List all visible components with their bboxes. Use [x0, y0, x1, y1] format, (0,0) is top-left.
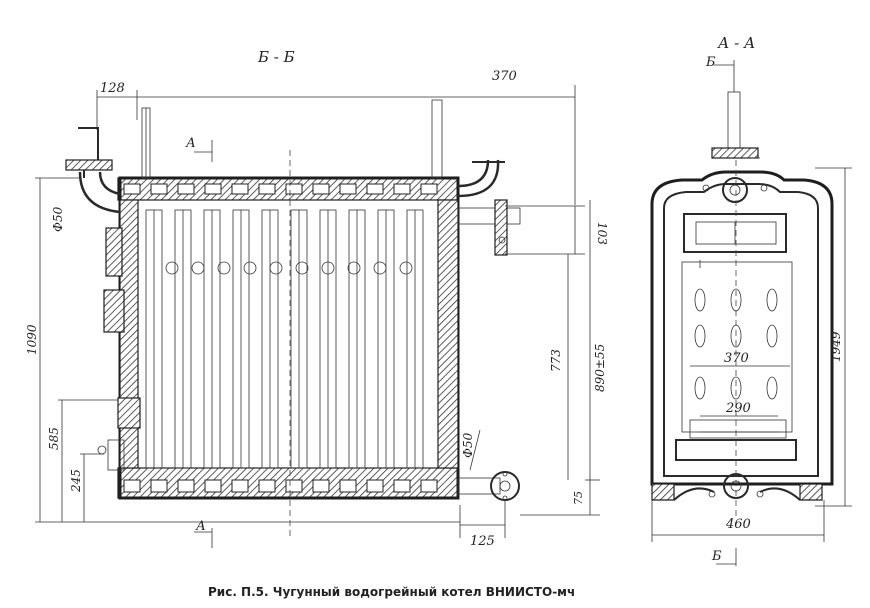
bottom-segment [177, 479, 195, 493]
top-segment [204, 183, 222, 195]
section-a-a-label: А - А [717, 34, 755, 52]
bottom-segment [339, 479, 357, 493]
nipple-row [165, 261, 413, 275]
arrow-a-top-label: А [185, 136, 196, 151]
bottom-segment [393, 479, 411, 493]
bottom-segment [420, 479, 438, 493]
grate-slot [694, 324, 706, 348]
grate-slot [766, 288, 778, 312]
bottom-segment [312, 479, 330, 493]
top-segment [150, 183, 168, 195]
nipple [321, 261, 335, 275]
nipple [373, 261, 387, 275]
bottom-segment [204, 479, 222, 493]
dim-290: 290 [725, 401, 751, 416]
bottom-segment [123, 479, 141, 493]
nipple [295, 261, 309, 275]
nipple [347, 261, 361, 275]
nipple [269, 261, 283, 275]
dim-460: 460 [725, 517, 751, 532]
dim-773: 773 [549, 349, 563, 372]
dim-128: 128 [100, 81, 125, 96]
nipple [191, 261, 205, 275]
top-segment [339, 183, 357, 195]
top-collector [123, 183, 438, 195]
nipple [399, 261, 413, 275]
top-segment [366, 183, 384, 195]
dim-phi50-left: Ф50 [51, 206, 65, 232]
arrow-a-bottom-label: А [195, 519, 206, 534]
top-segment [123, 183, 141, 195]
arrow-b-top-label: Б [705, 55, 716, 70]
section-a-a-view [650, 60, 852, 566]
section-b-b-label: Б - Б [257, 48, 295, 66]
dim-phi50-right: Ф50 [461, 432, 475, 458]
dim-370-top: 370 [492, 69, 517, 84]
water-tubes [145, 209, 424, 469]
nipple [165, 261, 179, 275]
dim-103: 103 [595, 222, 609, 245]
top-segment [420, 183, 438, 195]
dim-245: 245 [69, 469, 83, 493]
dim-370-inner: 370 [724, 351, 749, 366]
top-segment [285, 183, 303, 195]
grate-slot [694, 288, 706, 312]
dim-890: 890±55 [593, 344, 607, 392]
grate-slot [694, 376, 706, 400]
top-segment [393, 183, 411, 195]
top-segment [231, 183, 249, 195]
figure-caption: Рис. П.5. Чугунный водогрейный котел ВНИ… [208, 585, 575, 599]
bottom-segment [285, 479, 303, 493]
arrow-b-bottom-label: Б [711, 549, 722, 564]
top-segment [312, 183, 330, 195]
dim-585: 585 [47, 427, 61, 450]
top-segment [177, 183, 195, 195]
dim-1949: 1949 [829, 331, 843, 362]
bottom-segment [231, 479, 249, 493]
dim-125: 125 [470, 534, 495, 549]
dim-1090: 1090 [25, 324, 39, 355]
nipple [217, 261, 231, 275]
top-segment [258, 183, 276, 195]
grate-slot [766, 324, 778, 348]
bottom-segment [258, 479, 276, 493]
grate-slot [730, 376, 742, 400]
dim-75: 75 [572, 491, 585, 505]
section-b-b-view [35, 85, 600, 548]
grate-slot [766, 376, 778, 400]
nipple [243, 261, 257, 275]
bottom-segment [150, 479, 168, 493]
bottom-segment [366, 479, 384, 493]
